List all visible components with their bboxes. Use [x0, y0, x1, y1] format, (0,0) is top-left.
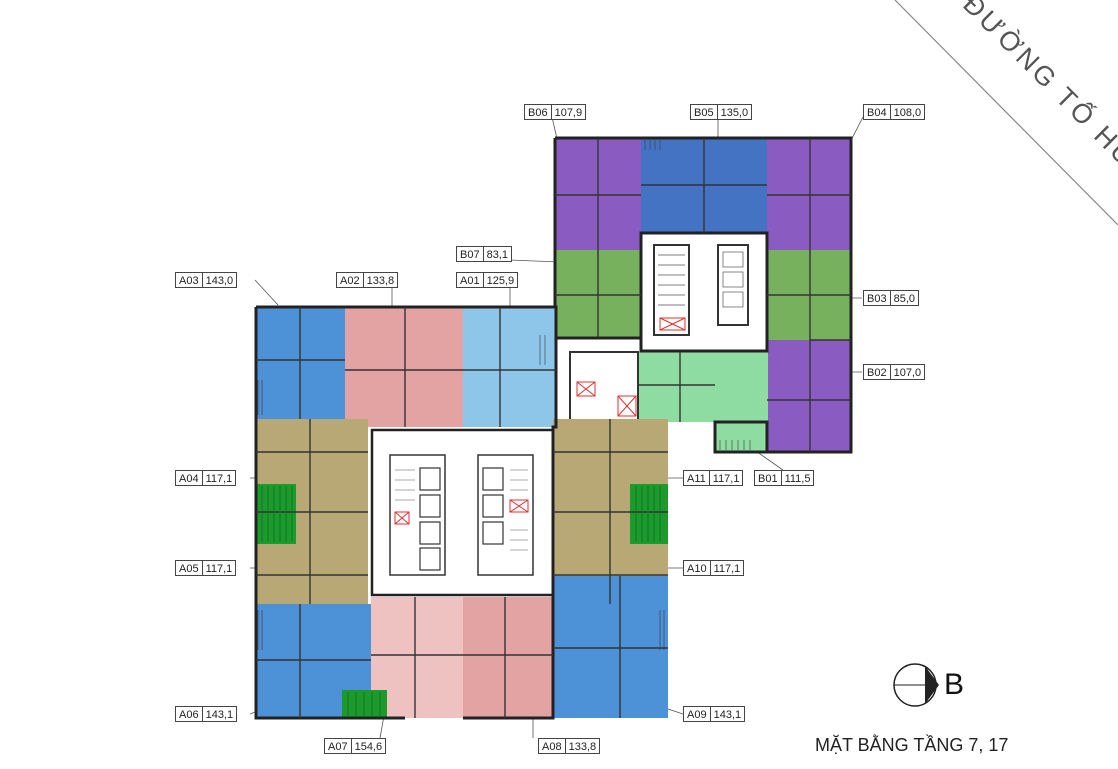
green-terrace-bottom — [342, 690, 387, 718]
unit-a08-area — [463, 597, 553, 718]
unit-b01-area — [638, 352, 768, 422]
green-terrace-left — [256, 484, 296, 544]
unit-a02-area — [345, 307, 463, 427]
tower-a — [254, 305, 668, 720]
tower-b — [553, 136, 853, 454]
compass-letter: B — [944, 668, 965, 701]
plan-title: MẶT BẰNG TẦNG 7, 17 — [815, 735, 1009, 755]
road-edge-line — [894, 0, 1118, 226]
compass — [893, 663, 939, 707]
unit-a05-area — [256, 544, 368, 604]
unit-a01-area — [463, 307, 556, 427]
unit-b04-area — [767, 138, 851, 250]
unit-b02-area — [767, 340, 851, 452]
